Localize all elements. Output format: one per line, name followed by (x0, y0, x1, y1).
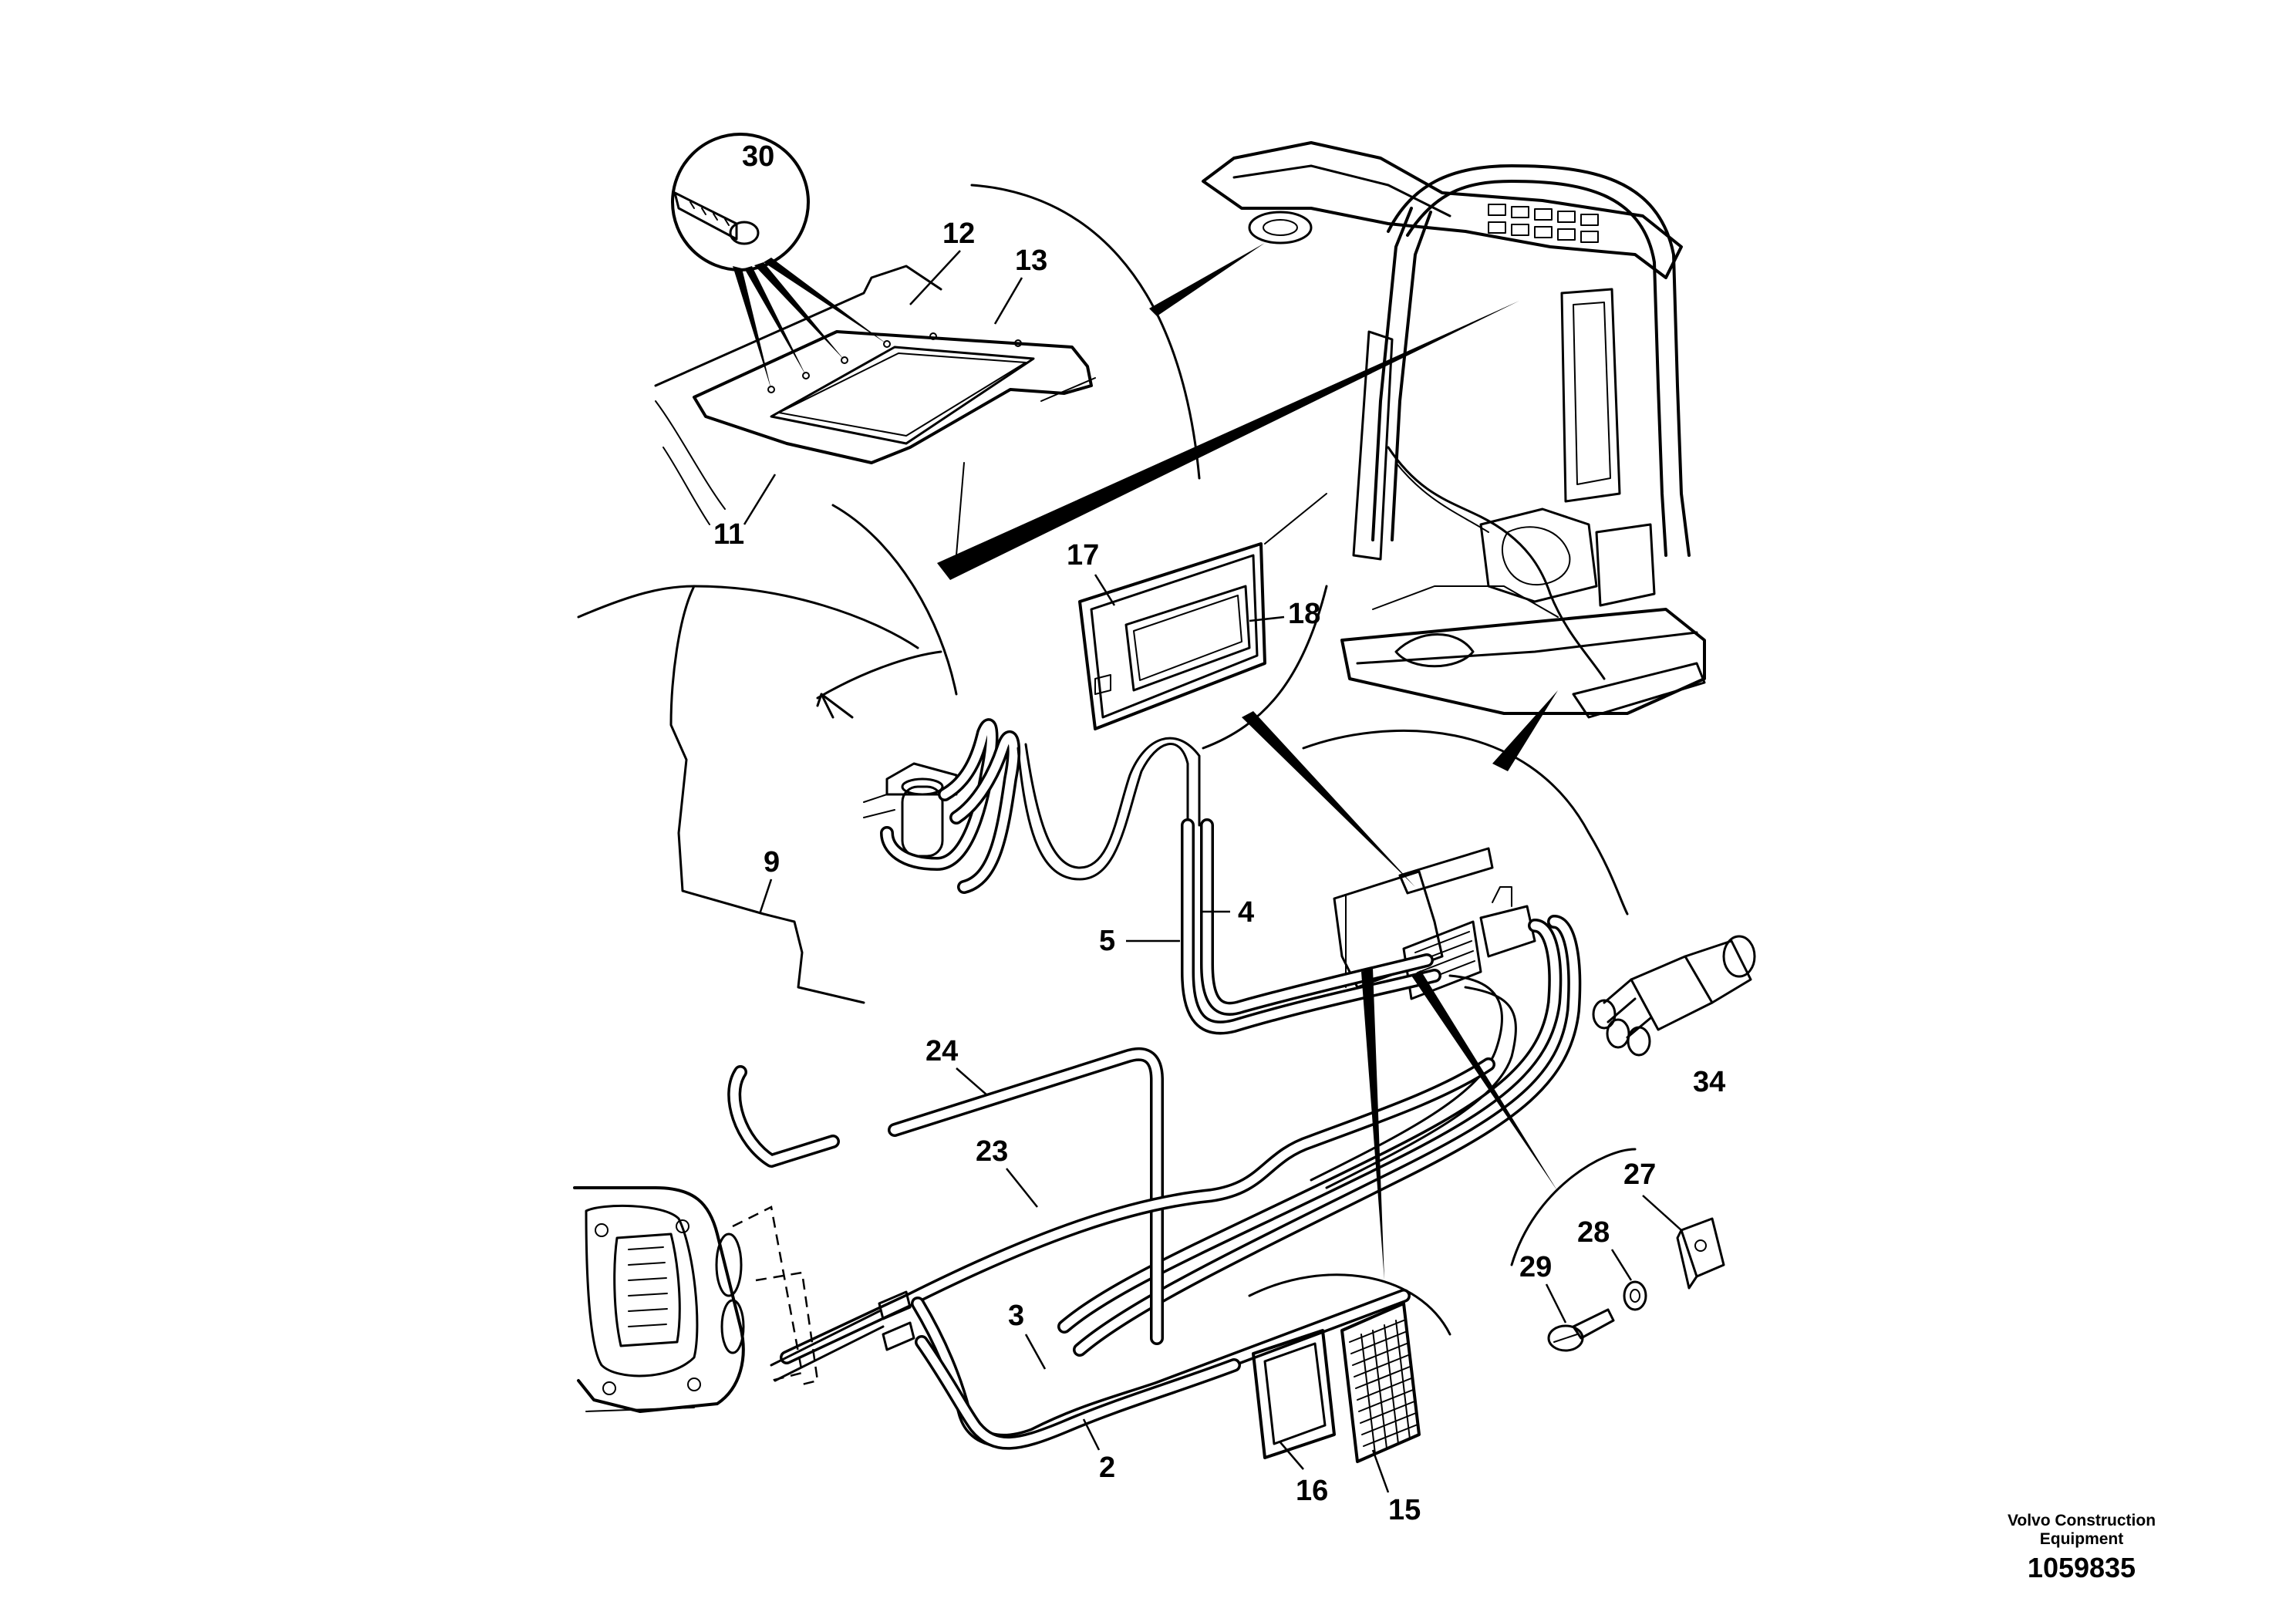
callout-30: 30 (742, 140, 774, 173)
callout-11: 11 (713, 518, 744, 551)
filter-detail (1078, 493, 1328, 750)
callout-28: 28 (1577, 1216, 1610, 1249)
callout-27: 27 (1623, 1158, 1656, 1191)
callout-34: 34 (1693, 1066, 1725, 1098)
callout-4: 4 (1238, 896, 1254, 929)
callout-5: 5 (1099, 925, 1115, 957)
hose-4-5 (1181, 818, 1441, 1035)
callout-9: 9 (764, 846, 780, 878)
callout-24: 24 (925, 1035, 958, 1067)
brand-line-1: Volvo Construction (2007, 1512, 2156, 1529)
fastener-pointer (1411, 970, 1558, 1192)
cab-assembly (1202, 141, 1706, 719)
callout-17: 17 (1067, 539, 1099, 572)
overhead-pointer (1149, 243, 1265, 316)
hose-23 (780, 1057, 1495, 1364)
hose-24 (727, 1047, 1164, 1345)
callout-2: 2 (1099, 1452, 1115, 1484)
callouts: 30 12 13 11 17 18 9 4 5 24 23 3 2 34 27 … (713, 140, 1725, 1526)
fastener-detail (1510, 1148, 1725, 1352)
housing-pointer (1492, 690, 1558, 771)
callout-18: 18 (1288, 598, 1320, 630)
brand-line-2: Equipment (2039, 1530, 2124, 1548)
filter-15-16 (1248, 1273, 1451, 1463)
left-detail (577, 504, 1201, 1004)
callout-15: 15 (1388, 1494, 1421, 1526)
hose-2 (915, 1335, 1241, 1450)
callout-29: 29 (1519, 1251, 1552, 1283)
callout-13: 13 (1015, 244, 1047, 277)
filter-pointer (1242, 711, 1415, 887)
left-detail-pointer (937, 301, 1519, 580)
callout-23: 23 (976, 1135, 1008, 1168)
drawing-number: 1059835 (2027, 1552, 2136, 1583)
panel-pointer (1361, 968, 1384, 1280)
brand-label: Volvo Construction Equipment (1981, 1512, 2182, 1549)
callout-12: 12 (942, 218, 975, 250)
callout-16: 16 (1296, 1475, 1328, 1507)
callout-3: 3 (1008, 1300, 1024, 1332)
compressor (573, 1186, 915, 1413)
valve-34 (1592, 935, 1756, 1057)
overhead-detail (654, 133, 1201, 556)
